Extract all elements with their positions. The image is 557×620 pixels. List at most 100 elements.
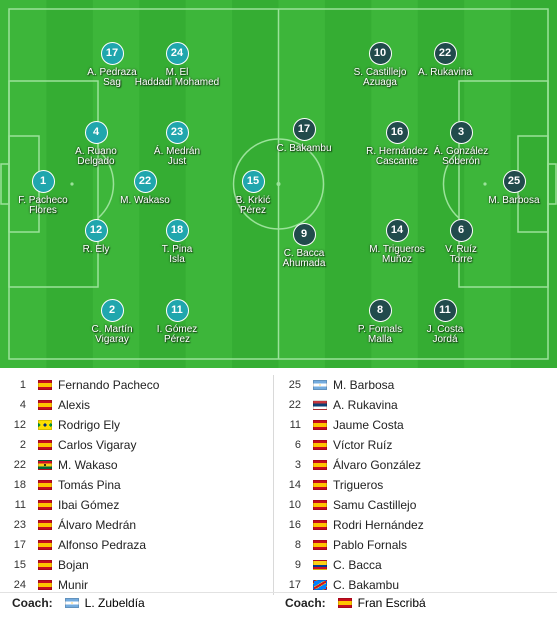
player-link[interactable]: A. Rukavina [333,398,398,412]
player-link[interactable]: Samu Castillejo [333,498,417,512]
player-link[interactable]: C. Bacca [333,558,382,572]
away-coach-name[interactable]: Fran Escribá [357,596,426,610]
shirt-number: 14 [288,479,301,491]
player-link[interactable]: M. Barbosa [333,378,395,392]
player-link[interactable]: Ibai Gómez [58,498,120,512]
player-link[interactable]: Carlos Vigaray [58,438,137,452]
player-name-line: Sag [103,77,121,88]
player-name-line: Vigaray [95,334,129,345]
player-name-line: Flores [29,205,57,216]
home-lineup-row: 12 Rodrigo Ely [0,415,273,435]
away-lineup-row: 14 Trigueros [279,475,553,495]
player-name-line: C. Martín [91,324,133,335]
shirt-number-badge: 12 [84,219,108,242]
country-flag-icon [313,520,327,530]
player-link[interactable]: Rodrigo Ely [58,418,121,432]
player-link[interactable]: Munir [58,578,89,592]
country-flag-icon [38,560,52,570]
player-link[interactable]: Tomás Pina [58,478,121,492]
player-link[interactable]: Alfonso Pedraza [58,538,147,552]
country-flag-icon [313,580,327,590]
away-coach-flag-icon [337,598,352,608]
player-link[interactable]: Trigueros [333,478,384,492]
home-coach-name[interactable]: L. Zubeldía [84,596,145,610]
country-flag-icon [313,400,327,410]
away-coach: Coach: Fran Escribá [285,593,426,613]
country-flag-icon [313,440,327,450]
shirt-number-badge: 17 [100,42,124,65]
player-link[interactable]: Pablo Fornals [333,538,408,552]
player-link[interactable]: Jaume Costa [333,418,404,432]
player-link[interactable]: Fernando Pacheco [58,378,160,392]
home-coach-label: Coach: [12,596,53,610]
country-flag-icon [38,440,52,450]
player-name-line: T. Pina [161,244,193,255]
player-name-line: Malla [368,334,392,345]
player-name: M. Wakaso [95,196,195,206]
home-coach: Coach: L. Zubeldía [12,593,145,613]
player-name-line: Á. Medrán [153,146,201,157]
shirt-number-badge: 3 [449,121,473,144]
player-link[interactable]: Víctor Ruíz [333,438,393,452]
player-link[interactable]: Álvaro González [333,458,422,472]
country-flag-icon [313,500,327,510]
shirt-number: 8 [294,539,301,551]
player-link[interactable]: Rodri Hernández [333,518,424,532]
player-link[interactable]: Álvaro Medrán [58,518,137,532]
player-name-line: Jordá [432,334,458,345]
shirt-number: 22 [288,399,301,411]
player-name-line: M. Trigueros [369,244,425,255]
player-link[interactable]: C. Bakambu [333,578,400,592]
shirt-number: 9 [294,559,301,571]
coach-divider [0,592,557,593]
player-link[interactable]: Alexis [58,398,91,412]
player-name-line: A. Ruano [75,146,117,157]
player-name-line: F. Pacheco [18,195,68,206]
shirt-number: 16 [288,519,301,531]
shirt-number-badge: 16 [385,121,409,144]
shirt-number: 17 [288,579,301,591]
shirt-number: 25 [288,379,301,391]
shirt-number-badge: 22 [433,42,457,65]
player-link[interactable]: Bojan [58,558,89,572]
shirt-number: 12 [13,419,26,431]
country-flag-icon [313,380,327,390]
player-link[interactable]: M. Wakaso [58,458,118,472]
country-flag-icon [38,500,52,510]
